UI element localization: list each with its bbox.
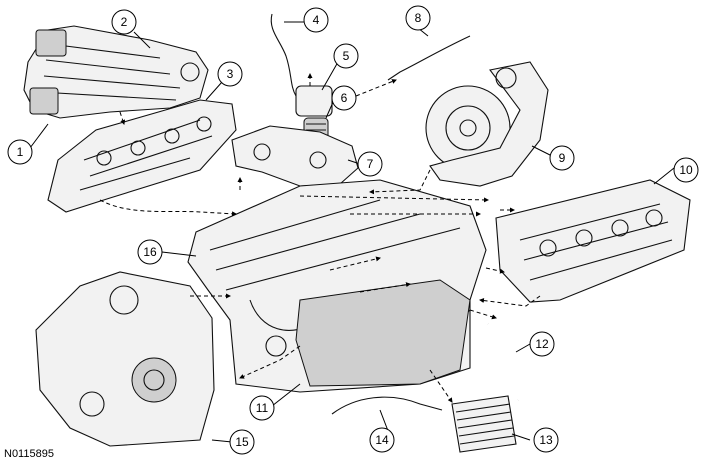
callout-11: 11 [249, 395, 275, 421]
callout-circle [217, 61, 243, 87]
callout-circle [229, 429, 255, 455]
callout-9: 9 [549, 145, 575, 171]
callout-circle [333, 43, 359, 69]
callout-circle [529, 331, 555, 357]
coolant-hose-12-illustration [485, 322, 524, 401]
callout-8: 8 [405, 5, 431, 31]
coolant-tube-4-illustration [270, 13, 305, 99]
callout-label: 3 [227, 67, 234, 81]
callout-16: 16 [137, 239, 163, 265]
leader-lines [29, 19, 675, 443]
coolant-flow-paths [99, 73, 541, 403]
callout-12: 12 [529, 331, 555, 357]
callout-circle [673, 157, 699, 183]
callout-circle [549, 145, 575, 171]
callout-label: 16 [143, 245, 157, 259]
callout-circle [533, 427, 559, 453]
callout-3: 3 [217, 61, 243, 87]
coolant-tube-8-illustration [387, 35, 471, 81]
callout-label: 12 [535, 337, 549, 351]
turbocharger-illustration [425, 61, 549, 187]
callout-7: 7 [357, 151, 383, 177]
callout-label: 9 [559, 151, 566, 165]
callout-circle [405, 5, 431, 31]
callout-label: 1 [17, 145, 24, 159]
callout-circle [7, 139, 33, 165]
callout-label: 14 [375, 433, 389, 447]
callout-15: 15 [229, 429, 255, 455]
callout-4: 4 [303, 7, 329, 33]
coolant-tube-14-illustration [331, 396, 443, 415]
callout-2: 2 [111, 9, 137, 35]
callout-label: 6 [341, 91, 348, 105]
intake-manifold-illustration [47, 99, 237, 213]
callout-1: 1 [7, 139, 33, 165]
callout-circle [303, 7, 329, 33]
callout-6: 6 [331, 85, 357, 111]
figure-reference-code: N0115895 [4, 448, 54, 460]
callout-14: 14 [369, 427, 395, 453]
callout-circle [331, 85, 357, 111]
callout-10: 10 [673, 157, 699, 183]
cylinder-head-illustration [495, 179, 691, 303]
callout-label: 2 [121, 15, 128, 29]
front-cover-illustration [35, 271, 215, 447]
oil-cooler-illustration [451, 395, 517, 453]
callout-label: 15 [235, 435, 249, 449]
coolant-manifold-7-illustration [231, 125, 359, 187]
callout-label: 8 [415, 11, 422, 25]
egr-cooler-illustration [23, 25, 209, 119]
callout-label: 7 [367, 157, 374, 171]
callout-label: 11 [256, 401, 269, 415]
callout-circle [369, 427, 395, 453]
callout-label: 10 [679, 163, 693, 177]
callout-circle [249, 395, 275, 421]
callout-label: 13 [539, 433, 553, 447]
callout-13: 13 [533, 427, 559, 453]
callout-label: 4 [313, 13, 320, 27]
callout-5: 5 [333, 43, 359, 69]
callout-circle [111, 9, 137, 35]
callout-circle [137, 239, 163, 265]
callout-circle [357, 151, 383, 177]
callout-label: 5 [343, 49, 350, 63]
engine-block-illustration [187, 179, 487, 393]
